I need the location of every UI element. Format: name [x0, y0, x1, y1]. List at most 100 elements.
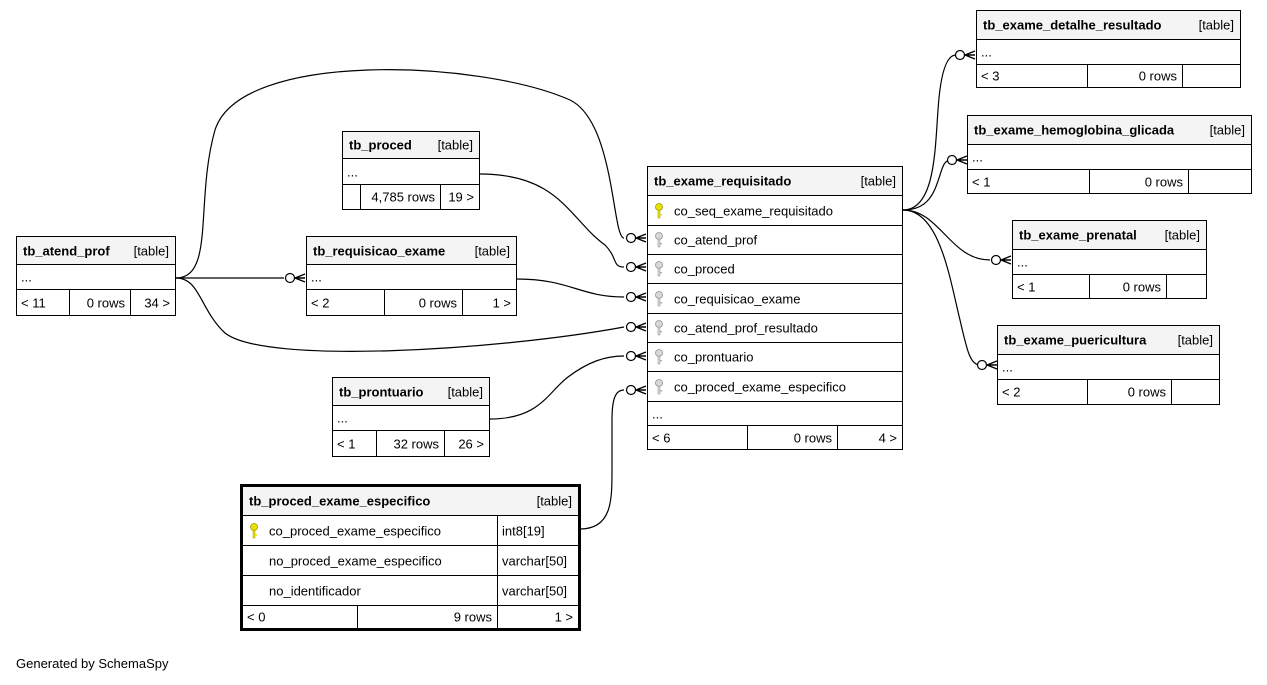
row-count: 0 rows	[384, 290, 462, 315]
foreign-key-icon	[655, 320, 663, 336]
parents-count[interactable]: < 6	[652, 430, 671, 445]
foreign-key-icon	[655, 290, 663, 306]
table-exame-requisitado[interactable]: tb_exame_requisitado [table] co_seq_exam…	[647, 166, 903, 450]
table-proced-exame-especifico[interactable]: tb_proced_exame_especifico [table] co_pr…	[240, 484, 581, 631]
table-prontuario[interactable]: tb_prontuario [table] ... < 1 32 rows 26…	[332, 377, 490, 457]
more-columns-row: ...	[977, 40, 1240, 65]
cardinality-circle	[625, 350, 637, 362]
column-type: varchar[50]	[497, 576, 578, 605]
children-count[interactable]	[1182, 65, 1240, 87]
crows-foot	[956, 155, 968, 165]
column-row[interactable]: no_identificador varchar[50]	[243, 576, 578, 606]
foreign-key-icon	[655, 349, 663, 365]
connector-prontuario	[489, 355, 625, 420]
parents-count[interactable]: < 2	[311, 295, 330, 310]
table-exame-puericultura[interactable]: tb_exame_puericultura [table] ... < 2 0 …	[997, 325, 1220, 405]
primary-key-icon	[655, 202, 663, 218]
table-proced[interactable]: tb_proced [table] ... 4,785 rows 19 >	[342, 131, 480, 210]
table-exame-prenatal[interactable]: tb_exame_prenatal [table] ... < 1 0 rows	[1012, 220, 1207, 299]
table-footer: < 1 0 rows	[968, 170, 1251, 193]
table-footer: < 6 0 rows 4 >	[648, 426, 902, 449]
crows-foot	[986, 360, 998, 370]
foreign-key-icon	[655, 378, 663, 394]
table-header: tb_requisicao_exame [table]	[307, 237, 516, 265]
parents-count[interactable]: < 1	[337, 436, 356, 451]
column-row[interactable]: co_seq_exame_requisitado	[648, 196, 902, 226]
more-columns-row: ...	[17, 265, 175, 290]
table-type: [table]	[133, 243, 169, 258]
column-name: no_proced_exame_especifico	[269, 553, 442, 568]
children-count[interactable]: 19 >	[440, 185, 479, 209]
parents-count[interactable]: < 3	[981, 68, 1000, 84]
parents-count[interactable]: < 1	[1017, 279, 1036, 294]
table-exame-detalhe-resultado[interactable]: tb_exame_detalhe_resultado [table] ... <…	[976, 10, 1241, 88]
column-row[interactable]: co_prontuario	[648, 343, 902, 372]
children-count[interactable]	[1171, 380, 1219, 404]
table-footer: < 2 0 rows 1 >	[307, 290, 516, 315]
table-footer: 4,785 rows 19 >	[343, 185, 479, 209]
children-count[interactable]	[1188, 170, 1251, 193]
cardinality-circle	[625, 291, 637, 303]
parents-count[interactable]: < 1	[972, 174, 991, 189]
table-name: tb_proced_exame_especifico	[249, 493, 431, 509]
cardinality-circle	[990, 254, 1002, 266]
cardinality-circle	[946, 154, 958, 166]
table-footer: < 2 0 rows	[998, 380, 1219, 404]
parents-count[interactable]: < 2	[1002, 384, 1021, 400]
generated-by-footer: Generated by SchemaSpy	[16, 656, 169, 671]
table-footer: < 3 0 rows	[977, 65, 1240, 87]
table-name: tb_exame_detalhe_resultado	[983, 17, 1162, 33]
children-count[interactable]: 1 >	[462, 290, 516, 315]
cardinality-circle	[976, 359, 988, 371]
connector-proced	[479, 173, 625, 268]
connector-atend-prof-resultado	[175, 277, 625, 352]
connector-detalhe-resultado	[902, 54, 957, 211]
crows-foot	[964, 50, 976, 60]
crows-foot	[1000, 255, 1012, 265]
table-footer: < 1 32 rows 26 >	[333, 431, 489, 456]
foreign-key-icon	[655, 232, 663, 248]
parents-count[interactable]: < 11	[21, 295, 46, 310]
table-atend-prof[interactable]: tb_atend_prof [table] ... < 11 0 rows 34…	[16, 236, 176, 316]
table-type: [table]	[536, 493, 572, 509]
column-row[interactable]: co_proced_exame_especifico int8[19]	[243, 516, 578, 546]
column-name: co_seq_exame_requisitado	[674, 203, 833, 218]
table-header: tb_proced [table]	[343, 132, 479, 159]
more-columns-row: ...	[307, 265, 516, 290]
cardinality-circle	[625, 384, 637, 396]
table-header: tb_exame_hemoglobina_glicada [table]	[968, 116, 1251, 145]
children-count[interactable]: 34 >	[130, 290, 175, 315]
foreign-key-icon	[655, 261, 663, 277]
connector-hemoglobina	[902, 159, 952, 211]
table-header: tb_prontuario [table]	[333, 378, 489, 406]
parents-count[interactable]: < 0	[247, 609, 266, 625]
column-name: co_proced	[674, 261, 735, 277]
table-name: tb_prontuario	[339, 384, 424, 399]
more-columns-row: ...	[968, 145, 1251, 170]
children-count[interactable]: 26 >	[444, 431, 489, 456]
more-columns-row: ...	[343, 159, 479, 185]
column-row[interactable]: no_proced_exame_especifico varchar[50]	[243, 546, 578, 576]
column-row[interactable]: co_proced	[648, 255, 902, 284]
children-count[interactable]: 1 >	[497, 606, 578, 628]
parents-count[interactable]	[343, 185, 360, 209]
children-count[interactable]: 4 >	[837, 426, 902, 449]
column-row[interactable]: co_atend_prof	[648, 226, 902, 255]
column-row[interactable]: co_proced_exame_especifico	[648, 372, 902, 402]
table-header: tb_exame_puericultura [table]	[998, 326, 1219, 355]
connector-proced-exame-especifico	[579, 389, 625, 530]
table-footer: < 0 9 rows 1 >	[243, 606, 578, 628]
row-count: 0 rows	[1089, 275, 1166, 298]
column-row[interactable]: co_atend_prof_resultado	[648, 314, 902, 343]
column-row[interactable]: co_requisicao_exame	[648, 284, 902, 314]
children-count[interactable]	[1166, 275, 1206, 298]
row-count: 0 rows	[69, 290, 130, 315]
crows-foot	[635, 262, 647, 272]
table-requisicao-exame[interactable]: tb_requisicao_exame [table] ... < 2 0 ro…	[306, 236, 517, 316]
cardinality-circle	[625, 261, 637, 273]
cardinality-circle	[954, 49, 966, 61]
row-count: 4,785 rows	[360, 185, 440, 209]
table-name: tb_exame_requisitado	[654, 173, 792, 189]
column-type: int8[19]	[497, 516, 578, 545]
table-exame-hemoglobina-glicada[interactable]: tb_exame_hemoglobina_glicada [table] ...…	[967, 115, 1252, 194]
